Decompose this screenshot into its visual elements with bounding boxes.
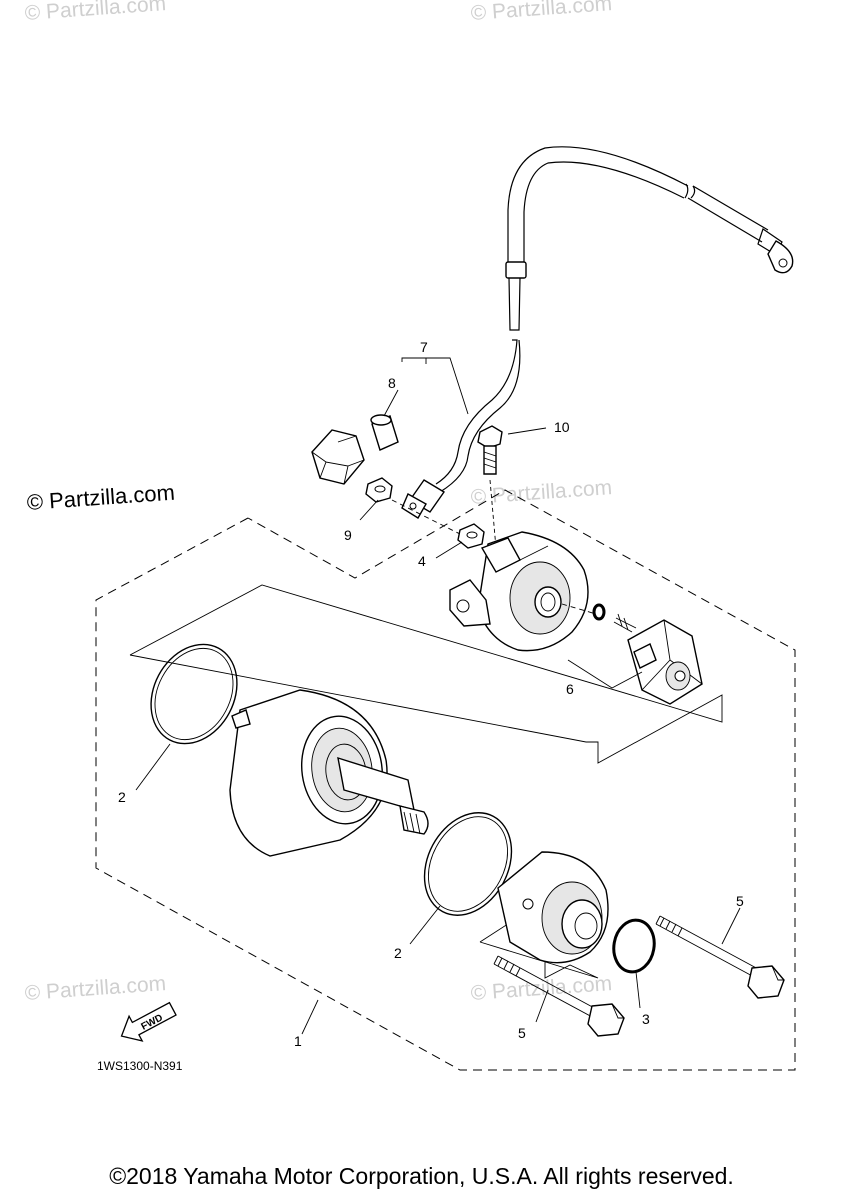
copyright-notice: ©2018 Yamaha Motor Corporation, U.S.A. A… [109, 1163, 734, 1189]
through-bolt-5-lower [493, 955, 625, 1037]
diagram-code: 1WS1300-N391 [97, 1059, 183, 1073]
callout-2-right: 2 [394, 945, 402, 961]
fwd-label: FWD [140, 1012, 165, 1032]
callout-4: 4 [418, 553, 426, 569]
o-ring-2-left [150, 643, 238, 745]
battery-cable [505, 146, 794, 331]
callout-3: 3 [642, 1011, 650, 1027]
callout-2-left: 2 [118, 789, 126, 805]
lead-wire-7 [401, 339, 521, 519]
armature-group-outline [129, 584, 723, 764]
assembly-boundary-dashed [95, 489, 796, 1071]
small-o-ring [592, 603, 606, 621]
callout-1: 1 [294, 1033, 302, 1049]
callout-10: 10 [554, 419, 570, 435]
leader-lines [135, 357, 741, 1035]
fwd-arrow-icon: FWD [120, 1001, 177, 1042]
nut-4 [457, 523, 485, 549]
brush-holder-6 [613, 613, 703, 705]
bolt-10 [477, 425, 503, 549]
callout-7: 7 [420, 339, 428, 355]
callout-5-upper: 5 [736, 893, 744, 909]
callout-5-lower: 5 [518, 1025, 526, 1041]
rear-end-cover [497, 851, 609, 964]
nut-9 [365, 477, 393, 503]
front-cover-housing [449, 531, 589, 652]
through-bolt-5-upper [655, 915, 785, 999]
callout-8: 8 [388, 375, 396, 391]
terminal-cap-8 [311, 414, 399, 485]
o-ring-3 [612, 918, 656, 974]
callout-6: 6 [566, 681, 574, 697]
armature-yoke [229, 689, 429, 857]
callout-9: 9 [344, 527, 352, 543]
